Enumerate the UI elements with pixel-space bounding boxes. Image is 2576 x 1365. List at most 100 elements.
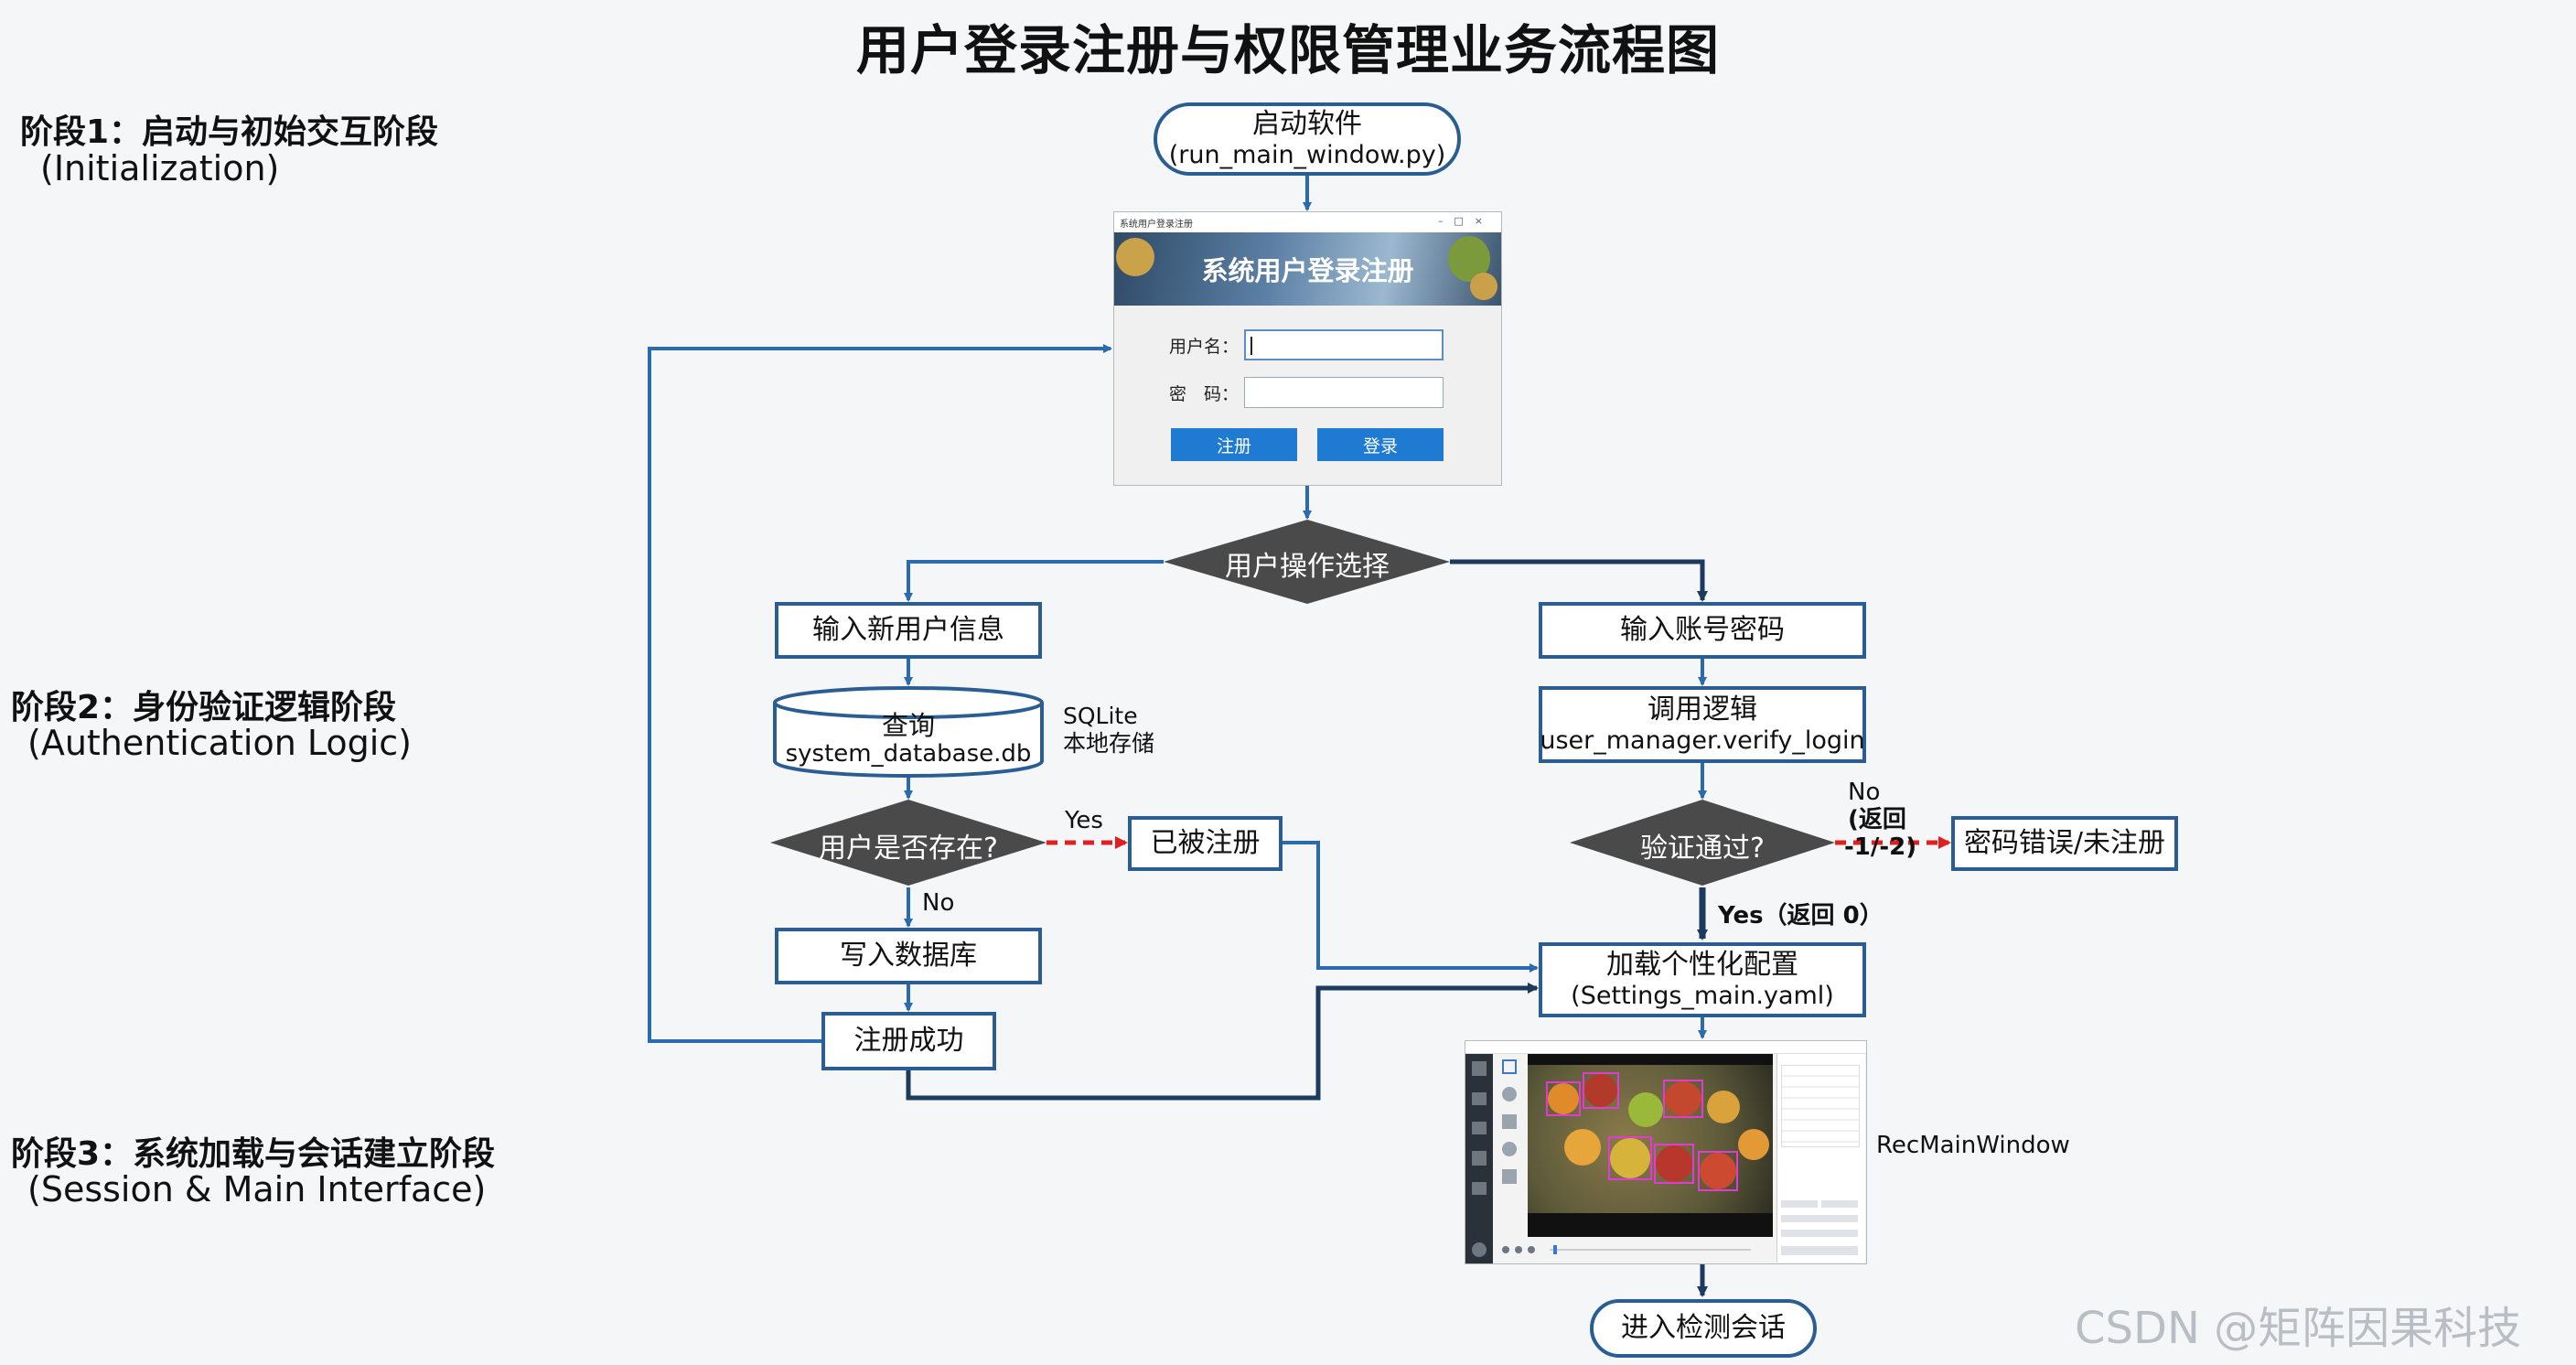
load-config-label: 加载个性化配置 (1606, 949, 1798, 982)
query-db-label: 查询 (881, 709, 935, 741)
detection-box (1654, 1144, 1694, 1184)
start-node[interactable]: 启动软件 (run_main_window.py) (1154, 102, 1461, 176)
tool-icon[interactable] (1502, 1087, 1517, 1102)
fruit-shape (1584, 1074, 1617, 1107)
tool-icon[interactable] (1502, 1169, 1517, 1184)
option-control[interactable] (1781, 1200, 1818, 1208)
load-config-file: (Settings_main.yaml) (1571, 981, 1834, 1010)
stage2-subtitle: (Authentication Logic) (27, 723, 413, 763)
play-icon[interactable] (1502, 1246, 1509, 1253)
fruit-shape (1738, 1129, 1769, 1160)
db-note-engine: SQLite (1063, 703, 1138, 729)
detection-box (1546, 1081, 1581, 1116)
edge-choice-input-new (904, 560, 1164, 602)
fruit-shape (1656, 1145, 1692, 1182)
input-new-user-box[interactable]: 输入新用户信息 (775, 602, 1042, 659)
login-window-titlebar: 系统用户登录注册 –□× (1114, 212, 1501, 232)
choice-diamond (1164, 520, 1450, 604)
text-cursor (1250, 337, 1252, 355)
results-side-panel (1776, 1054, 1865, 1263)
detection-video-panel (1528, 1054, 1773, 1237)
stage3-subtitle: (Session & Main Interface) (27, 1169, 487, 1209)
enter-session-node[interactable]: 进入检测会话 (1590, 1299, 1817, 1358)
register-success-box[interactable]: 注册成功 (821, 1012, 996, 1070)
grid-icon[interactable] (1472, 1061, 1487, 1076)
register-success-label: 注册成功 (853, 1024, 964, 1057)
write-db-label: 写入数据库 (840, 939, 977, 972)
user-exists-diamond (770, 800, 1046, 886)
db-note: SQLite 本地存储 (1063, 703, 1154, 758)
watermark: CSDN @矩阵因果科技 (2075, 1303, 2522, 1354)
password-label: 密 码： (1169, 384, 1240, 404)
pwd-error-label: 密码错误/未注册 (1963, 826, 2166, 859)
pwd-error-box[interactable]: 密码错误/未注册 (1951, 816, 2178, 871)
main-window-label: RecMainWindow (1876, 1132, 2070, 1159)
page-title: 用户登录注册与权限管理业务流程图 (855, 19, 1720, 81)
window-controls-icon[interactable]: –□× (1437, 215, 1494, 227)
query-db-node[interactable]: 查询 system_database.db (775, 703, 1042, 776)
fruit-shape (1628, 1092, 1663, 1127)
fruit-image-icon (1470, 273, 1497, 300)
option-control[interactable] (1821, 1200, 1858, 1208)
main-window-titlebar (1465, 1041, 1866, 1054)
query-db-file: system_database.db (785, 739, 1032, 768)
fruit-image-icon (1116, 238, 1154, 276)
settings-icon[interactable] (1472, 1182, 1487, 1195)
already-registered-box[interactable]: 已被注册 (1128, 816, 1283, 871)
fruit-shape (1665, 1081, 1701, 1116)
progress-handle[interactable] (1553, 1245, 1557, 1254)
edge-success-config (906, 983, 1539, 1101)
stage1-subtitle: (Initialization) (40, 148, 280, 188)
start-node-script: (run_main_window.py) (1168, 140, 1446, 169)
username-label: 用户名： (1169, 337, 1240, 357)
call-logic-label: 调用逻辑 (1648, 693, 1757, 726)
login-button[interactable]: 登录 (1317, 428, 1444, 461)
tool-icon[interactable] (1502, 1142, 1517, 1156)
register-button[interactable]: 注册 (1171, 428, 1297, 461)
stop-icon[interactable] (1528, 1246, 1535, 1253)
progress-track[interactable] (1550, 1249, 1751, 1251)
call-logic-box[interactable]: 调用逻辑 user_manager.verify_login (1539, 686, 1866, 763)
load-config-box[interactable]: 加载个性化配置 (Settings_main.yaml) (1539, 942, 1866, 1017)
option-control[interactable] (1781, 1215, 1858, 1222)
login-window: 系统用户登录注册 –□× 系统用户登录注册 用户名： 密 码： 注册 登录 (1113, 211, 1502, 486)
login-banner-text: 系统用户登录注册 (1201, 255, 1414, 286)
toolbar-column (1497, 1058, 1522, 1204)
detection-box (1608, 1136, 1652, 1180)
username-input[interactable] (1244, 329, 1444, 360)
tool-icon[interactable] (1502, 1114, 1517, 1129)
select-tool-icon[interactable] (1502, 1059, 1517, 1074)
already-registered-label: 已被注册 (1150, 826, 1261, 859)
folder-icon[interactable] (1472, 1092, 1487, 1105)
verify-no-return: (返回 (1848, 805, 1906, 833)
input-account-box[interactable]: 输入账号密码 (1539, 602, 1866, 659)
fruit-shape (1610, 1138, 1650, 1178)
fruit-shape (1548, 1083, 1579, 1114)
password-input[interactable] (1244, 377, 1444, 408)
verify-no-codes: -1/-2) (1844, 833, 1917, 861)
main-window-sidebar (1465, 1054, 1493, 1263)
edge-registered-config (1283, 841, 1539, 973)
database-cylinder (773, 686, 1044, 778)
verify-no-text: No (1848, 779, 1881, 806)
option-control[interactable] (1781, 1246, 1858, 1255)
video-icon[interactable] (1472, 1151, 1487, 1166)
rec-main-window-screenshot (1465, 1040, 1867, 1264)
edge-success-loop (648, 344, 1112, 1043)
edge-choice-input-account (1450, 559, 1708, 602)
option-control[interactable] (1781, 1230, 1858, 1237)
fruit-shape (1700, 1153, 1736, 1189)
user-exists-label: 用户是否存在? (819, 833, 998, 865)
edge-label-verify-yes: Yes（返回 0） (1718, 902, 1884, 930)
power-icon[interactable] (1472, 1242, 1487, 1257)
camera-icon[interactable] (1472, 1122, 1487, 1134)
detection-box (1583, 1072, 1619, 1109)
fruit-shape (1564, 1129, 1601, 1166)
pause-icon[interactable] (1515, 1246, 1522, 1253)
write-db-box[interactable]: 写入数据库 (775, 928, 1042, 984)
playback-controls (1497, 1237, 1771, 1263)
stage3-title: 阶段3：系统加载与会话建立阶段 (11, 1135, 496, 1173)
start-node-label: 启动软件 (1252, 108, 1362, 141)
